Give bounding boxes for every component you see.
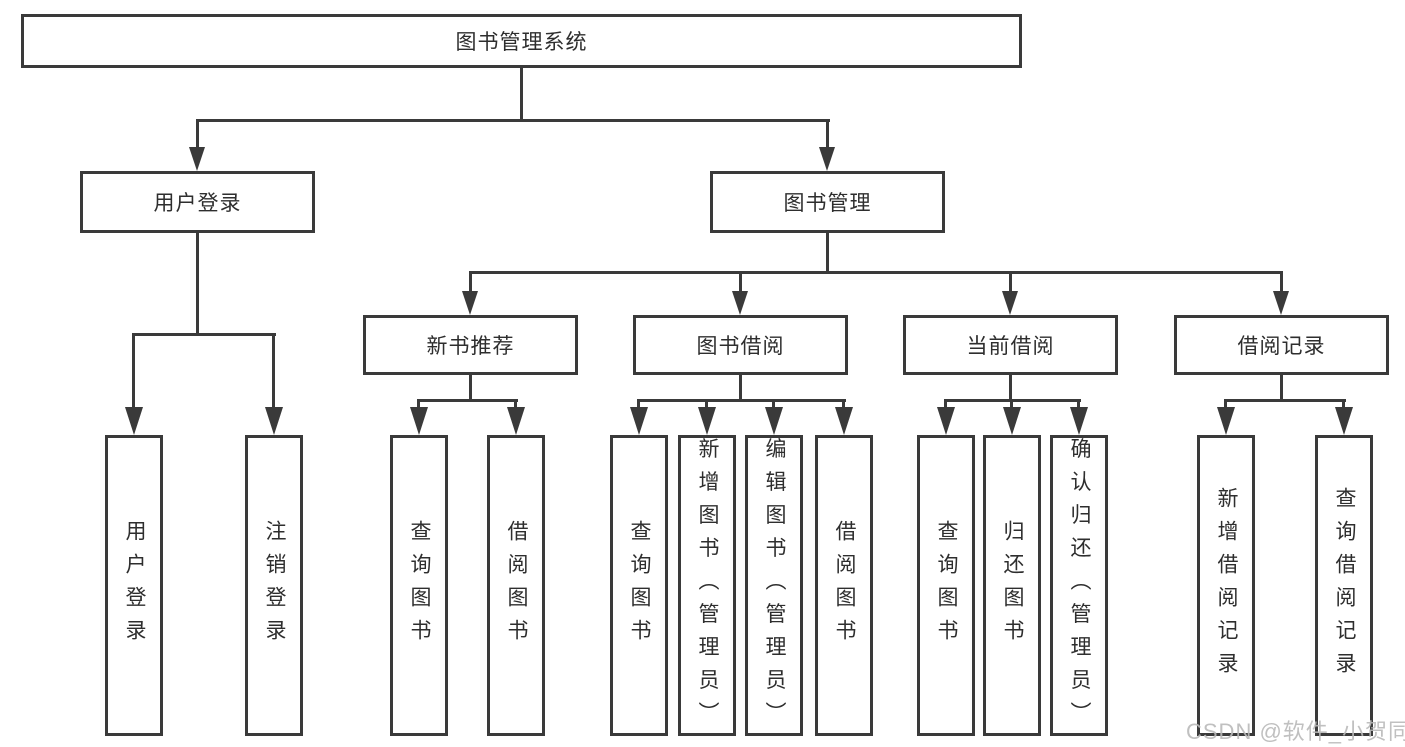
connector-line	[514, 399, 517, 409]
leaf-label: 借阅图书	[833, 519, 856, 652]
leaf-label: 用户登录	[123, 519, 146, 652]
connector-line	[1224, 399, 1227, 409]
node-book-management-system: 图书管理系统	[21, 14, 1022, 68]
leaf-logout-login: 注销登录	[245, 435, 303, 736]
leaf-nbr-query-books: 查询图书	[390, 435, 448, 736]
leaf-user-login: 用户登录	[105, 435, 163, 736]
leaf-label: 借阅图书	[505, 519, 528, 652]
arrow-down-icon	[937, 407, 955, 435]
arrow-down-icon	[819, 147, 835, 171]
leaf-cb-confirm-return-admin: 确认归还（管理员）	[1050, 435, 1108, 736]
connector-line	[944, 399, 947, 409]
leaf-label: 新增图书（管理员）	[696, 437, 719, 734]
arrow-down-icon	[1335, 407, 1353, 435]
connector-line	[196, 119, 830, 122]
arrow-down-icon	[630, 407, 648, 435]
connector-line	[739, 375, 742, 401]
csdn-watermark: CSDN @软件_小贺同学	[1186, 719, 1405, 744]
connector-line	[1009, 375, 1012, 401]
connector-line	[1342, 399, 1345, 409]
arrow-down-icon	[507, 407, 525, 435]
connector-line	[826, 119, 829, 150]
leaf-nbr-borrow-books: 借阅图书	[487, 435, 545, 736]
connector-line	[1009, 271, 1012, 293]
arrow-down-icon	[189, 147, 205, 171]
connector-line	[842, 399, 845, 409]
connector-line	[739, 271, 742, 293]
leaf-cb-query-books: 查询图书	[917, 435, 975, 736]
connector-line	[1224, 399, 1346, 402]
arrow-down-icon	[765, 407, 783, 435]
arrow-down-icon	[1273, 291, 1289, 315]
arrow-down-icon	[125, 407, 143, 435]
leaf-bb-borrow-books: 借阅图书	[815, 435, 873, 736]
leaf-label: 注销登录	[263, 519, 286, 652]
connector-line	[469, 271, 1283, 274]
leaf-label: 新增借阅记录	[1215, 486, 1238, 685]
arrow-down-icon	[1003, 407, 1021, 435]
connector-line	[1280, 271, 1283, 293]
leaf-label: 归还图书	[1001, 519, 1024, 652]
arrow-down-icon	[410, 407, 428, 435]
leaf-label: 查询借阅记录	[1333, 486, 1356, 685]
leaf-br-query-record: 查询借阅记录	[1315, 435, 1373, 736]
connector-line	[826, 233, 829, 274]
connector-line	[132, 333, 276, 336]
connector-line	[520, 68, 523, 121]
connector-line	[705, 399, 708, 409]
leaf-bb-query-books: 查询图书	[610, 435, 668, 736]
arrow-down-icon	[835, 407, 853, 435]
connector-line	[417, 399, 420, 409]
node-book-borrowing: 图书借阅	[633, 315, 848, 375]
node-user-login: 用户登录	[80, 171, 315, 233]
arrow-down-icon	[732, 291, 748, 315]
connector-line	[772, 399, 775, 409]
leaf-label: 确认归还（管理员）	[1068, 437, 1091, 734]
node-new-book-recommend: 新书推荐	[363, 315, 578, 375]
leaf-bb-edit-books-admin: 编辑图书（管理员）	[745, 435, 803, 736]
connector-line	[637, 399, 640, 409]
connector-line	[196, 233, 199, 336]
connector-line	[1280, 375, 1283, 401]
connector-line	[1010, 399, 1013, 409]
leaf-bb-add-books-admin: 新增图书（管理员）	[678, 435, 736, 736]
connector-line	[469, 271, 472, 293]
leaf-cb-return-books: 归还图书	[983, 435, 1041, 736]
node-borrowing-records: 借阅记录	[1174, 315, 1389, 375]
arrow-down-icon	[462, 291, 478, 315]
arrow-down-icon	[1070, 407, 1088, 435]
connector-line	[272, 333, 275, 410]
connector-line	[637, 399, 846, 402]
connector-line	[132, 333, 135, 410]
leaf-label: 编辑图书（管理员）	[763, 437, 786, 734]
connector-line	[1077, 399, 1080, 409]
node-current-borrowing: 当前借阅	[903, 315, 1118, 375]
arrow-down-icon	[698, 407, 716, 435]
connector-line	[196, 119, 199, 150]
connector-line	[469, 375, 472, 401]
arrow-down-icon	[1217, 407, 1235, 435]
leaf-label: 查询图书	[935, 519, 958, 652]
arrow-down-icon	[1002, 291, 1018, 315]
connector-line	[417, 399, 518, 402]
leaf-label: 查询图书	[628, 519, 651, 652]
leaf-label: 查询图书	[408, 519, 431, 652]
leaf-br-add-record: 新增借阅记录	[1197, 435, 1255, 736]
node-book-management: 图书管理	[710, 171, 945, 233]
arrow-down-icon	[265, 407, 283, 435]
